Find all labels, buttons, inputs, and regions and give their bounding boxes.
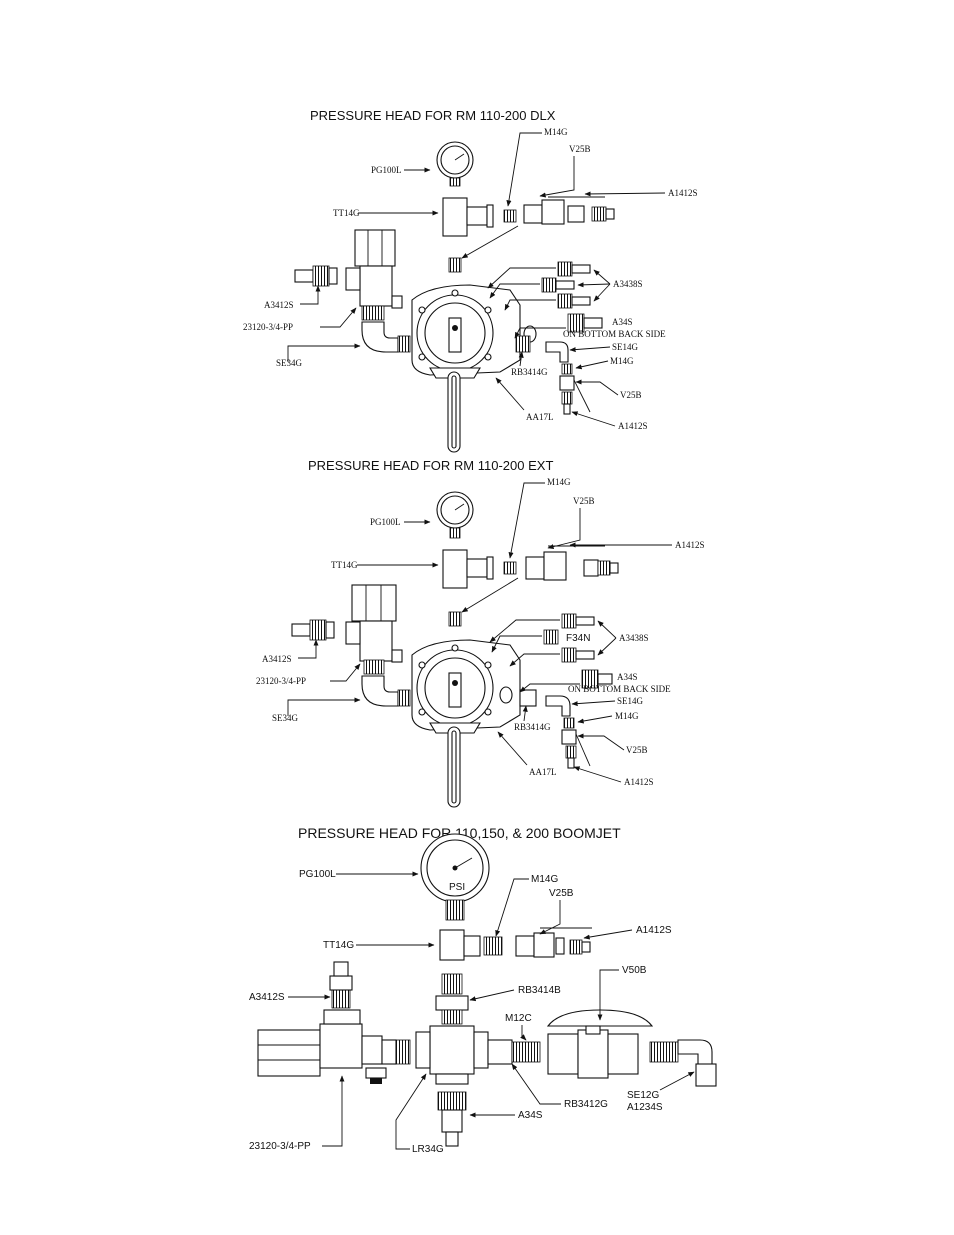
street-elbow xyxy=(677,1039,713,1065)
label-a3412s: A3412S xyxy=(264,300,294,310)
label-a34s: A34S xyxy=(518,1110,543,1121)
pressure-regulator xyxy=(345,229,403,321)
nipple-part xyxy=(503,561,517,575)
hose-barb xyxy=(291,623,311,637)
pressure-gauge xyxy=(436,491,474,539)
label-pg100l: PG100L xyxy=(299,869,336,880)
label-aa17l: AA17L xyxy=(526,412,554,422)
street-elbow xyxy=(361,321,399,353)
cross-fitting xyxy=(415,1025,489,1085)
label-a3438s: A3438S xyxy=(613,279,643,289)
label-a3412s: A3412S xyxy=(249,992,285,1003)
pressure-regulator xyxy=(345,584,403,675)
label-23120-pp: 23120-3/4-PP xyxy=(249,1141,311,1152)
barb-fittings-group xyxy=(519,613,613,769)
label-se14g: SE14G xyxy=(612,342,639,352)
label-v25b: V25B xyxy=(549,888,574,899)
label-m14g: M14G xyxy=(531,874,558,885)
label-se34g: SE34G xyxy=(276,358,303,368)
label-v25b-top: V25B xyxy=(569,144,591,154)
pressure-gauge: PSI xyxy=(420,833,490,921)
reducer-bushing xyxy=(435,995,469,1011)
hose-barb xyxy=(331,989,351,1009)
tee-fitting xyxy=(442,549,494,589)
label-a1412s-top: A1412S xyxy=(668,188,698,198)
label-a3412s: A3412S xyxy=(262,654,292,664)
label-rb3412g: RB3412G xyxy=(564,1099,608,1110)
label-a1412s-top: A1412S xyxy=(675,540,705,550)
pressure-gauge xyxy=(436,141,474,187)
tee-fitting xyxy=(442,197,494,237)
label-se14g: SE14G xyxy=(617,696,644,706)
label-se12g: SE12G xyxy=(627,1090,659,1101)
label-se34g: SE34G xyxy=(272,713,299,723)
label-v25b-top: V25B xyxy=(573,496,595,506)
ball-valve-large xyxy=(546,1009,654,1079)
label-m14g-bot: M14G xyxy=(615,711,639,721)
label-tt14g: TT14G xyxy=(333,208,360,218)
diagram-boomjet: PRESSURE HEAD FOR 110,150, & 200 BOOMJET… xyxy=(249,825,717,1155)
nipple-part xyxy=(448,257,462,273)
nipple-part xyxy=(441,973,463,995)
hose-barb xyxy=(591,206,607,222)
label-23120-pp: 23120-3/4-PP xyxy=(256,676,306,686)
label-on-bottom: ON BOTTOM BACK SIDE xyxy=(568,684,671,694)
label-on-bottom: ON BOTTOM BACK SIDE xyxy=(563,329,666,339)
hose-barb xyxy=(437,1091,467,1111)
label-m12c: M12C xyxy=(505,1013,532,1024)
label-a1412s: A1412S xyxy=(636,925,672,936)
label-a1412s-bot: A1412S xyxy=(618,421,648,431)
label-m14g-top: M14G xyxy=(544,127,568,137)
diagram-boomjet-title: PRESSURE HEAD FOR 110,150, & 200 BOOMJET xyxy=(298,825,621,841)
pump-body xyxy=(411,284,537,453)
label-a34s: A34S xyxy=(612,317,633,327)
nipple-part xyxy=(448,611,462,627)
label-rb3414g: RB3414G xyxy=(514,722,551,732)
label-aa17l: AA17L xyxy=(529,767,557,777)
pressure-regulator xyxy=(257,1009,411,1084)
pump-body xyxy=(411,639,521,808)
label-a34s: A34S xyxy=(617,672,638,682)
label-23120-pp: 23120-3/4-PP xyxy=(243,322,293,332)
label-f34n: F34N xyxy=(566,633,590,644)
label-v25b-bot: V25B xyxy=(620,390,642,400)
label-a1234s: A1234S xyxy=(627,1102,663,1113)
label-pg100l: PG100L xyxy=(371,165,402,175)
label-rb3414b: RB3414B xyxy=(518,985,561,996)
label-m14g-top: M14G xyxy=(547,477,571,487)
nipple-part xyxy=(503,209,517,223)
nipple-part xyxy=(511,1041,541,1063)
barb-fittings-group xyxy=(515,261,603,415)
diagram-dlx: PRESSURE HEAD FOR RM 110-200 DLX xyxy=(243,108,698,453)
label-a3438s: A3438S xyxy=(619,633,649,643)
hose-barb xyxy=(294,269,314,283)
label-tt14g: TT14G xyxy=(331,560,358,570)
diagram-ext: PRESSURE HEAD FOR RM 110-200 EXT xyxy=(256,458,705,808)
label-pg100l: PG100L xyxy=(370,517,401,527)
label-tt14g: TT14G xyxy=(323,940,354,951)
diagram-dlx-title: PRESSURE HEAD FOR RM 110-200 DLX xyxy=(310,108,556,123)
reducer-bushing xyxy=(487,1039,513,1065)
label-v50b: V50B xyxy=(622,965,647,976)
ball-valve xyxy=(523,196,605,225)
tee-fitting xyxy=(439,929,481,961)
diagram-ext-title: PRESSURE HEAD FOR RM 110-200 EXT xyxy=(308,458,553,473)
ball-valve xyxy=(515,927,592,958)
label-m14g-bot: M14G xyxy=(610,356,634,366)
label-lr34g: LR34G xyxy=(412,1144,444,1155)
street-elbow xyxy=(361,675,399,707)
nipple-part xyxy=(483,936,503,956)
ball-valve xyxy=(525,545,605,581)
label-a1412s-bot: A1412S xyxy=(624,777,654,787)
label-rb3414g: RB3414G xyxy=(511,367,548,377)
gauge-psi-text: PSI xyxy=(449,882,465,893)
label-v25b-bot: V25B xyxy=(626,745,648,755)
